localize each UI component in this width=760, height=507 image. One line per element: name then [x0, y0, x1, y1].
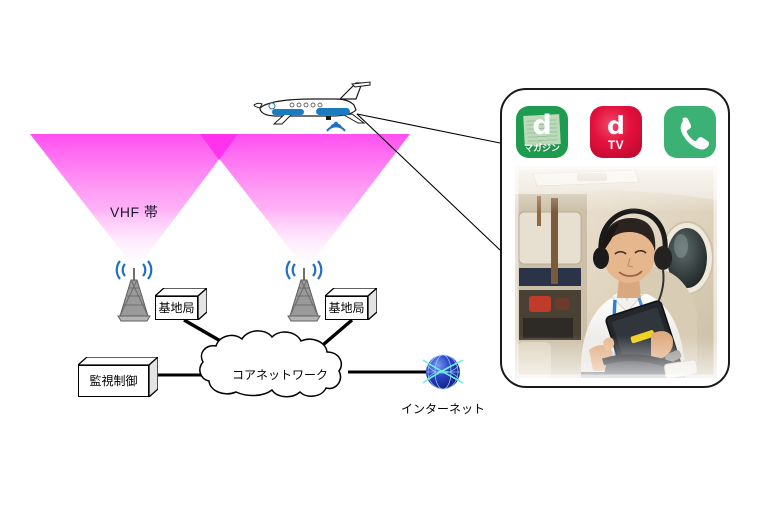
core-network-cloud	[199, 330, 343, 398]
d-tv-app-icon[interactable]: d TV	[590, 106, 642, 158]
phone-handset-icon	[680, 117, 710, 150]
base-station-label-right: 基地局	[328, 301, 365, 315]
d-tv-label: TV	[607, 138, 625, 152]
monitoring-control-label: 監視制御	[89, 374, 138, 388]
vhf-cone-right	[200, 134, 410, 270]
d-logo-glyph: d	[532, 110, 552, 141]
phone-app-icon[interactable]	[664, 106, 716, 158]
core-network-label: コアネットワーク	[232, 368, 329, 382]
d-magazine-app-icon[interactable]: d マガジン	[516, 106, 568, 158]
base-station-box-left: 基地局	[155, 288, 207, 320]
aircraft-cabin-photo	[515, 166, 717, 378]
vhf-band-label: VHF 帯	[110, 204, 159, 220]
aircraft-signal-icon	[326, 121, 346, 132]
base-station-tower-left	[115, 260, 153, 322]
d-logo-glyph: d	[607, 111, 625, 140]
callout-line-upper	[356, 113, 501, 144]
d-magazine-label: マガジン	[523, 143, 560, 153]
callout-line-lower	[356, 113, 501, 251]
internet-label: インターネット	[401, 402, 486, 416]
cabin-scene	[515, 166, 717, 378]
base-station-label-left: 基地局	[158, 301, 195, 315]
aircraft-icon	[253, 81, 371, 125]
monitoring-control-box: 監視制御	[78, 357, 158, 397]
vhf-cone-overlap	[200, 134, 238, 160]
internet-globe-icon	[422, 354, 464, 390]
app-icon-row: d マガジン d TV	[516, 106, 716, 158]
base-station-tower-right	[285, 260, 323, 322]
vhf-cone-left	[30, 134, 238, 270]
base-station-box-right: 基地局	[325, 288, 377, 320]
